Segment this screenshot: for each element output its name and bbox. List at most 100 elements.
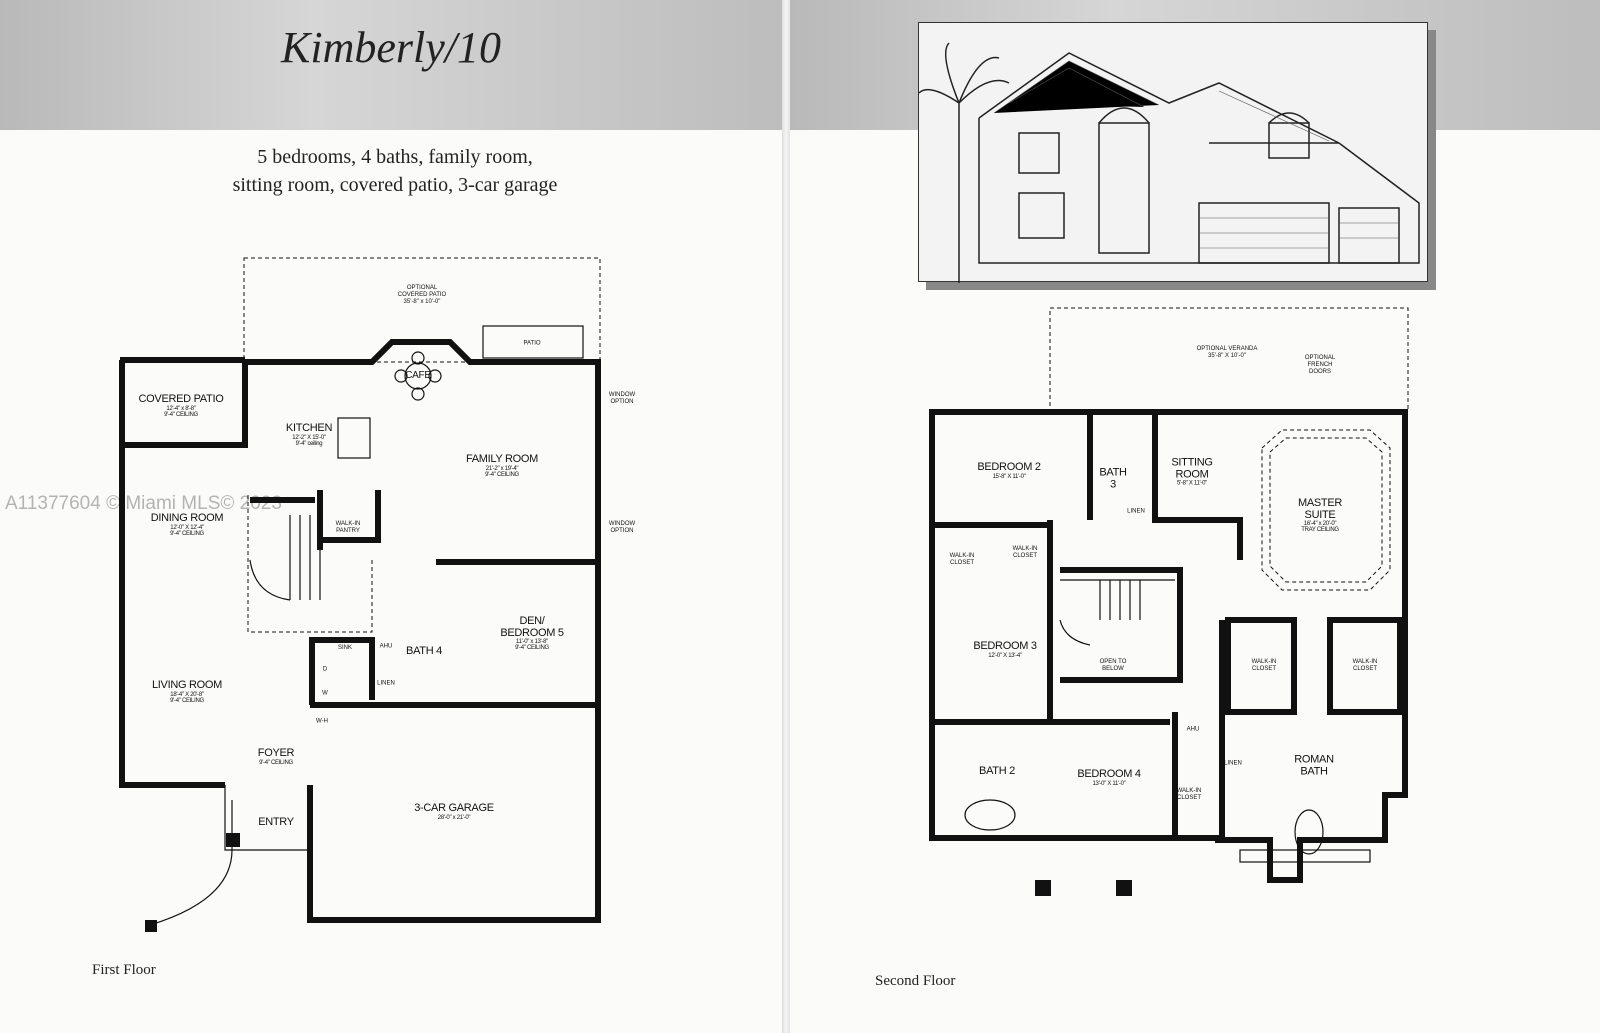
label-line: CLOSET: [1176, 795, 1201, 801]
label-line: PANTRY: [336, 528, 360, 534]
room-dimensions: 21'-2" x 19'-4": [485, 465, 519, 472]
room-dimensions: 11'-0" x 13'-8": [516, 639, 548, 646]
room-ceiling: 9'-4" CEILING: [259, 759, 293, 766]
bath2-label: BATH 2: [979, 765, 1015, 778]
label-line: WINDOW: [608, 391, 636, 398]
room-name: ROMAN: [1294, 753, 1334, 766]
room-dimensions: 12'-2" X 15'-0": [292, 434, 326, 441]
room-ceiling: 9'-4" CEILING: [515, 645, 549, 652]
label-line: WALK-IN: [1251, 658, 1277, 665]
page-gutter: [782, 0, 790, 1033]
room-name: KITCHEN: [285, 421, 333, 434]
room-dimensions: 12'-0" X 12'-4": [170, 524, 204, 531]
room-ceiling: TRAY CEILING: [1301, 527, 1339, 534]
dryer-label: D: [322, 666, 328, 673]
ahu-label: AHU: [1186, 726, 1200, 733]
room-name: FOYER: [257, 747, 295, 760]
label-line: SINK: [337, 645, 353, 651]
room-name: BEDROOM 2: [977, 461, 1041, 474]
linen-label: LINEN: [1224, 760, 1242, 767]
room-dimensions: 15'-8" X 11'-0": [992, 473, 1026, 480]
room-dimensions: 12'-4" x 8'-8": [166, 405, 196, 412]
room-dimensions: 16'-4" x 20'-0": [1303, 521, 1337, 528]
label-line: COVERED PATIO: [397, 292, 447, 299]
room-name: COVERED PATIO: [138, 392, 224, 405]
washer-label: W: [322, 690, 328, 697]
room-ceiling: 9'-4" CEILING: [485, 471, 519, 478]
room-ceiling: 9'-4" CEILING: [170, 697, 204, 704]
room-ceiling: 9'-4" ceiling: [295, 440, 323, 447]
bath4-label: BATH 4: [406, 645, 442, 658]
label-line: CLOSET: [1012, 553, 1037, 559]
first-floor-caption: First Floor: [92, 962, 156, 978]
room-name: LIVING ROOM: [151, 678, 223, 691]
first-floor-page: [0, 0, 782, 1033]
plan-title: Kimberly/10: [281, 23, 501, 72]
label-line: OPTION: [610, 528, 634, 534]
room-dimensions: 12'-0" X 13'-4": [988, 652, 1022, 659]
room-dimensions: 28'-0" x 21'-0": [437, 814, 471, 821]
room-name: ROOM: [1175, 467, 1209, 480]
room-name: BATH: [1099, 466, 1127, 479]
room-name: DINING ROOM: [150, 511, 224, 524]
entry-label: ENTRY: [258, 816, 294, 829]
room-dimensions: 13'-0" X 11'-0": [1092, 780, 1126, 787]
water-heater-label: W-H: [316, 718, 328, 725]
room-dimensions: 5'-8" X 11'-0": [1177, 480, 1207, 487]
linen-label: LINEN: [377, 680, 395, 687]
patio-label: PATIO: [523, 340, 541, 347]
room-ceiling: 9'-4" CEILING: [170, 530, 204, 537]
label-line: DOORS: [1308, 369, 1331, 376]
label-line: OPTIONAL: [406, 285, 438, 292]
label-line: OPTIONAL VERANDA: [1196, 345, 1258, 352]
room-name: 3-CAR GARAGE: [414, 802, 494, 815]
header-band: [0, 0, 782, 130]
plan-subtitle-line1: 5 bedrooms, 4 baths, family room,: [257, 146, 533, 168]
label-line: OPTION: [610, 399, 634, 405]
house-elevation-sketch: [918, 22, 1428, 283]
linen-label: LINEN: [1127, 508, 1145, 515]
label-line: OPT.: [338, 637, 352, 644]
room-name: BEDROOM 5: [500, 626, 564, 639]
room-dimensions: 35'-8" X 10'-0": [1208, 353, 1246, 359]
watermark: A11377604 © Miami MLS© 2023: [5, 493, 282, 514]
room-name: BEDROOM 4: [1077, 768, 1141, 781]
label-line: WALK-IN: [949, 552, 975, 559]
label-line: CLOSET: [1251, 666, 1276, 672]
label-line: CLOSET: [949, 560, 974, 566]
label-line: WALK-IN: [1176, 787, 1202, 794]
label-line: OPEN TO: [1099, 658, 1127, 665]
plan-subtitle-line2: sitting room, covered patio, 3-car garag…: [232, 174, 558, 196]
room-name: BATH: [1300, 765, 1328, 777]
label-line: CLOSET: [1352, 666, 1377, 672]
cafe-label: CAFE: [405, 369, 431, 381]
room-name: SITTING: [1171, 456, 1213, 469]
second-floor-caption: Second Floor: [875, 973, 956, 989]
label-line: OPTIONAL: [1304, 355, 1336, 362]
label-line: BELOW: [1102, 666, 1124, 672]
